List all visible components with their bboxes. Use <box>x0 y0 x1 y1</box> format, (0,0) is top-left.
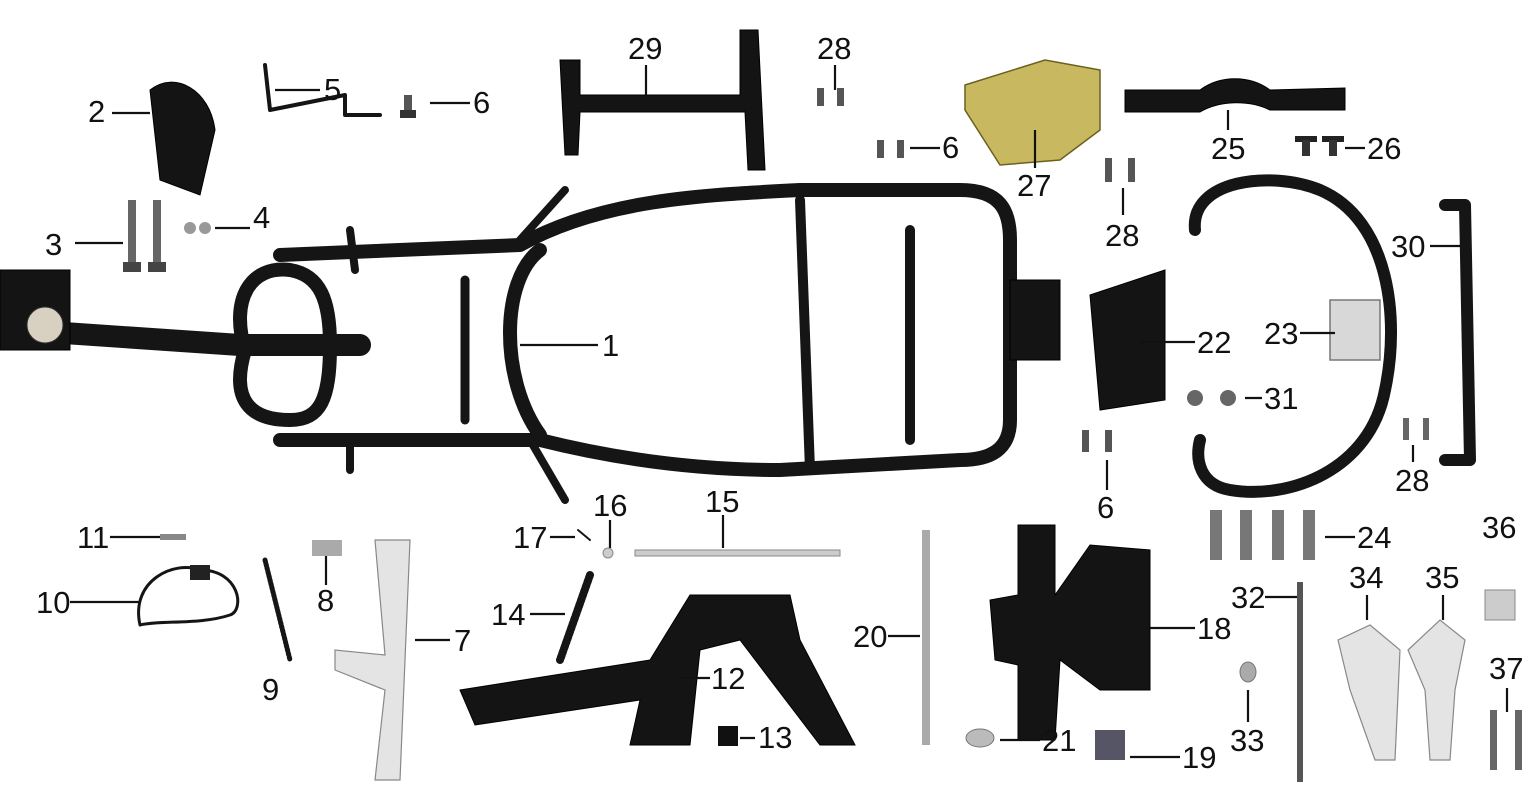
callout-14: 14 <box>491 597 525 632</box>
callout-37: 37 <box>1489 651 1523 686</box>
bolts-part-6b <box>877 140 904 158</box>
callout-5: 5 <box>324 72 341 107</box>
callout-18: 18 <box>1197 611 1231 646</box>
callouts: 1 2 3 4 5 6 6 6 7 8 9 10 11 12 13 14 15 … <box>36 31 1523 775</box>
callout-2: 2 <box>88 94 105 129</box>
callout-30: 30 <box>1391 229 1425 264</box>
bolts-part-28b <box>1105 158 1135 182</box>
callout-28a: 28 <box>817 31 851 66</box>
callout-21: 21 <box>1042 723 1076 758</box>
washers-part-31 <box>1187 390 1236 406</box>
callout-12: 12 <box>711 661 745 696</box>
callout-9: 9 <box>262 672 279 707</box>
callout-13: 13 <box>758 720 792 755</box>
callout-7: 7 <box>454 623 471 658</box>
callout-22: 22 <box>1197 325 1231 360</box>
callout-28b: 28 <box>1105 218 1139 253</box>
bracket-part-2 <box>149 81 216 196</box>
shaft-part-15 <box>634 549 841 557</box>
spring-part-9 <box>262 557 293 663</box>
washer-part-16 <box>602 547 614 559</box>
washers-part-4 <box>184 222 211 234</box>
grab-handle-part-23 <box>1188 174 1398 498</box>
bracket-part-22 <box>1089 269 1166 411</box>
callout-27: 27 <box>1017 168 1051 203</box>
washer-part-33 <box>1239 661 1257 683</box>
callout-23: 23 <box>1264 316 1298 351</box>
callout-20: 20 <box>853 619 887 654</box>
callout-16: 16 <box>593 488 627 523</box>
bracket-part-29 <box>559 29 766 171</box>
rubber-part-19 <box>1095 730 1125 760</box>
callout-32: 32 <box>1231 580 1265 615</box>
washer-part-21 <box>965 728 995 748</box>
callout-26: 26 <box>1367 131 1401 166</box>
switch-part-10 <box>190 565 210 580</box>
bolts-part-3 <box>123 200 166 272</box>
bolts-part-28c <box>1403 418 1429 440</box>
callout-25: 25 <box>1211 131 1245 166</box>
callout-35: 35 <box>1425 560 1459 595</box>
bolt-part-32 <box>1297 582 1303 782</box>
callout-4: 4 <box>253 200 270 235</box>
main-stand-part-12 <box>459 594 856 746</box>
callout-15: 15 <box>705 484 739 519</box>
bolts-part-37 <box>1490 710 1522 770</box>
bracket-part-25 <box>1124 78 1346 113</box>
side-stand-part-7 <box>334 539 411 781</box>
bracket-part-27 <box>964 59 1101 166</box>
switch-wire-part-10 <box>137 565 240 627</box>
callout-19: 19 <box>1182 740 1216 775</box>
screw-part-11 <box>160 534 186 540</box>
pin-part-17 <box>577 529 591 541</box>
rubber-part-13 <box>718 726 738 746</box>
bolt-part-20 <box>922 530 930 745</box>
callout-3: 3 <box>45 227 62 262</box>
spring-part-14 <box>556 571 594 664</box>
callout-6b: 6 <box>942 130 959 165</box>
bolts-part-26 <box>1295 136 1344 156</box>
callout-6c: 6 <box>1097 490 1114 525</box>
callout-6a: 6 <box>473 85 490 120</box>
callout-24: 24 <box>1357 520 1391 555</box>
bolt-part-8 <box>312 540 342 556</box>
callout-33: 33 <box>1230 723 1264 758</box>
callout-31: 31 <box>1264 381 1298 416</box>
callout-8: 8 <box>317 583 334 618</box>
callout-1: 1 <box>602 328 619 363</box>
handle-plate-part-23 <box>1329 299 1381 361</box>
bolts-part-24 <box>1210 510 1315 560</box>
leader-lines <box>70 65 1509 759</box>
callout-10: 10 <box>36 585 70 620</box>
footrest-part-34 <box>1337 624 1401 761</box>
footrest-part-35 <box>1407 619 1466 761</box>
bolt-part-6a <box>400 95 416 118</box>
bracket-part-5 <box>263 63 382 117</box>
callout-17: 17 <box>513 520 547 555</box>
callout-36: 36 <box>1482 510 1516 545</box>
callout-11: 11 <box>77 520 109 555</box>
bushing-part-36 <box>1484 589 1516 621</box>
bar-part-30 <box>1439 199 1476 466</box>
bolts-part-6c <box>1082 430 1112 452</box>
bracket-part-18 <box>989 524 1151 741</box>
bolts-part-28a <box>817 88 844 106</box>
callout-29: 29 <box>628 31 662 66</box>
callout-34: 34 <box>1349 560 1383 595</box>
main-frame-part <box>0 183 1061 504</box>
callout-28c: 28 <box>1395 463 1429 498</box>
